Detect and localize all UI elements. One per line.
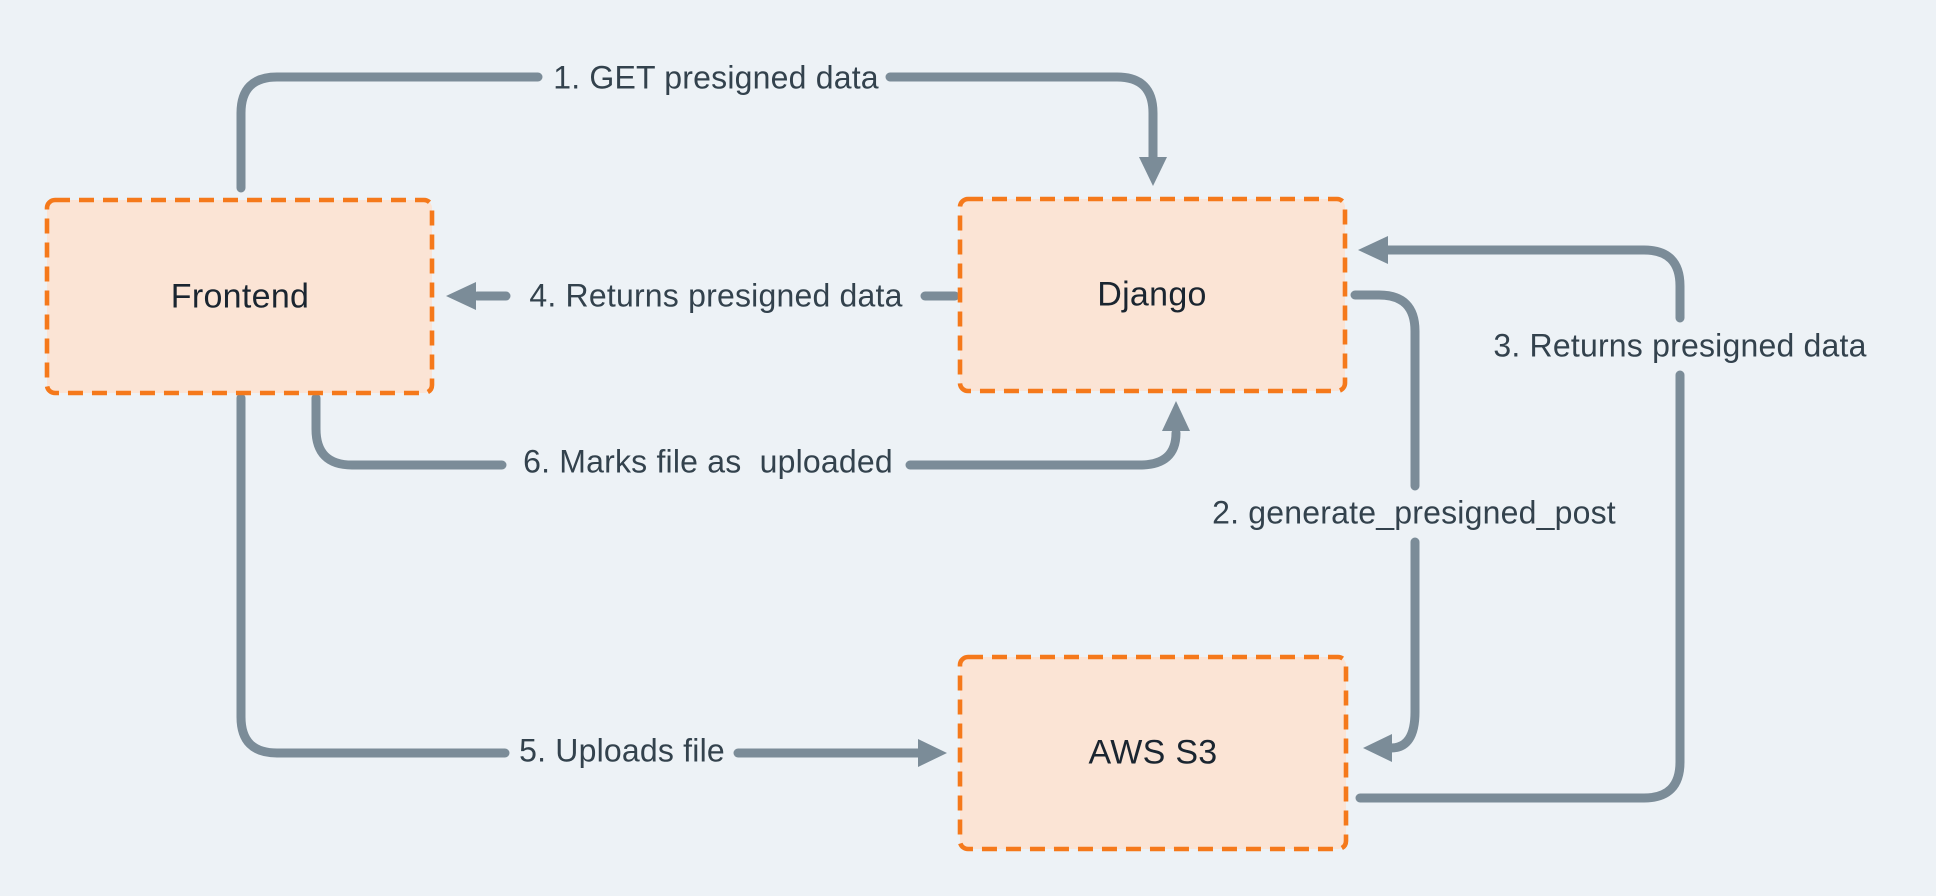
edge-1-line-right [885, 72, 1158, 163]
edge-label-3-returns-presigned-data: 3. Returns presigned data [1493, 327, 1867, 364]
edge-6-arrowhead-up-icon [1162, 401, 1190, 431]
node-label-frontend: Frontend [170, 277, 310, 316]
edge-1-arrowhead-down-icon [1139, 157, 1167, 186]
edge-2-line-top [1350, 290, 1420, 491]
edge-arrowheads [446, 157, 1392, 767]
edge-label-2-generate-presigned-post: 2. generate_presigned_post [1212, 494, 1616, 531]
node-label-django: Django [1097, 275, 1207, 314]
edge-6-line-left [311, 393, 507, 470]
edge-lines [236, 72, 1685, 803]
node-boxes [44, 196, 1349, 852]
edge-1-line-left [236, 72, 543, 193]
django-box [957, 196, 1348, 394]
node-label-aws-s3: AWS S3 [1088, 733, 1218, 772]
edge-label-6-marks-file-as-uploaded: 6. Marks file as uploaded [523, 443, 893, 480]
frontend-box [44, 197, 435, 396]
edge-4-arrowhead-left-icon [446, 282, 476, 310]
edge-label-5-uploads-file: 5. Uploads file [519, 732, 725, 769]
edge-label-1-get-presigned-data: 1. GET presigned data [553, 59, 879, 96]
aws-s3-box [957, 654, 1349, 852]
edge-5-arrowhead-right-icon [918, 739, 947, 767]
edge-5-line-left [236, 393, 510, 758]
edge-3-line-bottom [1355, 370, 1685, 803]
edge-6-line-right [905, 428, 1181, 470]
edge-3-line-top [1382, 245, 1685, 323]
edge-2-arrowhead-left-icon [1363, 734, 1392, 762]
edge-2-line-bottom [1386, 537, 1420, 753]
edge-label-4-returns-presigned-data: 4. Returns presigned data [529, 277, 903, 314]
edge-3-arrowhead-left-icon [1358, 236, 1388, 264]
